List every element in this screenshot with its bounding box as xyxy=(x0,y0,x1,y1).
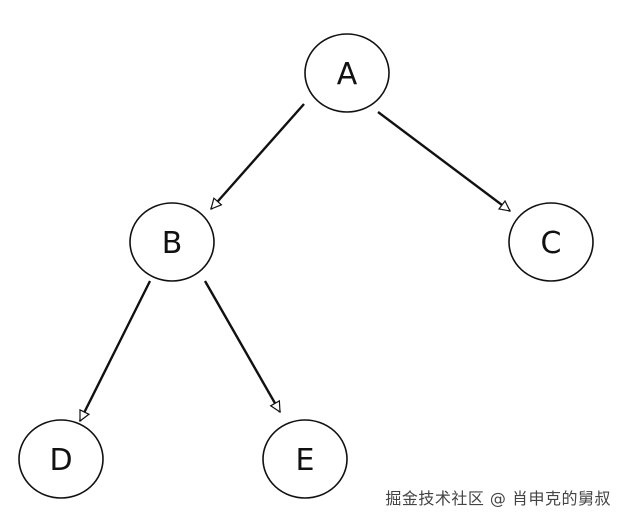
node-b-label: B xyxy=(162,226,183,261)
node-d: D xyxy=(18,419,104,499)
node-d-label: D xyxy=(49,443,72,478)
node-e-label: E xyxy=(296,443,315,478)
edge-a-b xyxy=(210,103,305,209)
node-b: B xyxy=(129,202,215,282)
edge-b-e xyxy=(203,280,282,412)
edge-b-d xyxy=(78,280,152,421)
node-a: A xyxy=(304,33,390,113)
node-c: C xyxy=(508,202,594,282)
edge-a-c xyxy=(377,111,510,212)
node-a-label: A xyxy=(337,57,358,92)
node-e: E xyxy=(262,419,348,499)
watermark-text: 掘金技术社区 @ 肖申克的舅叔 xyxy=(385,489,611,508)
node-c-label: C xyxy=(541,226,562,261)
